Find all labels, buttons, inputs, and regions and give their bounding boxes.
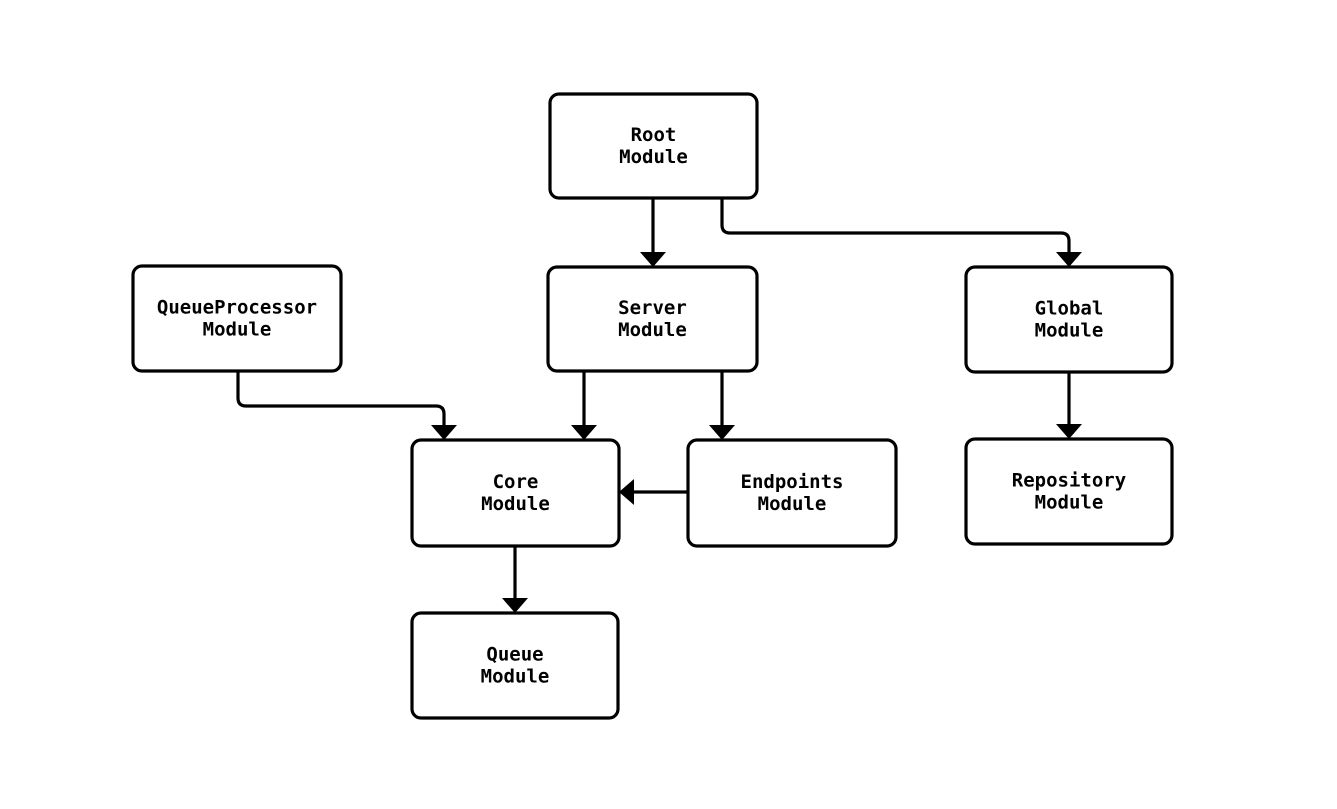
edge-line (720, 198, 1071, 252)
edge-arrowhead (619, 479, 634, 505)
node-box (964, 265, 1174, 374)
node-label-line: QueueProcessor (157, 297, 317, 319)
node-label-line: Module (203, 319, 272, 341)
node-label-line: Module (758, 493, 827, 515)
node-label-line: Module (481, 666, 550, 688)
edge-endpoints-module-to-core-module (619, 479, 688, 505)
node-box (964, 437, 1174, 546)
node-box (410, 438, 621, 548)
node-label-line: Server (618, 297, 687, 319)
node-label-line: Module (1035, 492, 1104, 514)
edge-arrowhead (709, 425, 735, 440)
edge-global-module-to-repository-module (1056, 372, 1082, 439)
edge-root-module-to-server-module (640, 198, 666, 267)
node-label-line: Repository (1012, 470, 1126, 492)
node-label-line: Queue (486, 644, 543, 666)
node-box (548, 92, 759, 200)
edge-arrowhead (571, 425, 597, 440)
edge-server-module-to-core-module (571, 371, 597, 440)
node-label-line: Core (493, 471, 539, 493)
node-label-line: Endpoints (741, 471, 844, 493)
node-label-line: Global (1035, 298, 1104, 320)
node-label-line: Root (631, 124, 677, 146)
node-label-line: Module (619, 146, 688, 168)
edge-root-module-to-global-module (720, 198, 1082, 267)
node-box (686, 438, 898, 548)
node-box (410, 611, 620, 720)
node-box (131, 264, 343, 373)
edge-arrowhead (1056, 424, 1082, 439)
edge-server-module-to-endpoints-module (709, 371, 735, 440)
node-box (546, 265, 759, 373)
edge-arrowhead (640, 252, 666, 267)
edge-arrowhead (502, 598, 528, 613)
node-label-line: Module (481, 493, 550, 515)
node-label-line: Module (618, 319, 687, 341)
edge-core-module-to-queue-module (502, 546, 528, 613)
node-label-line: Module (1035, 320, 1104, 342)
edge-arrowhead (431, 425, 457, 440)
edge-arrowhead (1056, 252, 1082, 267)
edge-queueprocessor-module-to-core-module (236, 371, 457, 440)
edge-line (236, 371, 446, 425)
